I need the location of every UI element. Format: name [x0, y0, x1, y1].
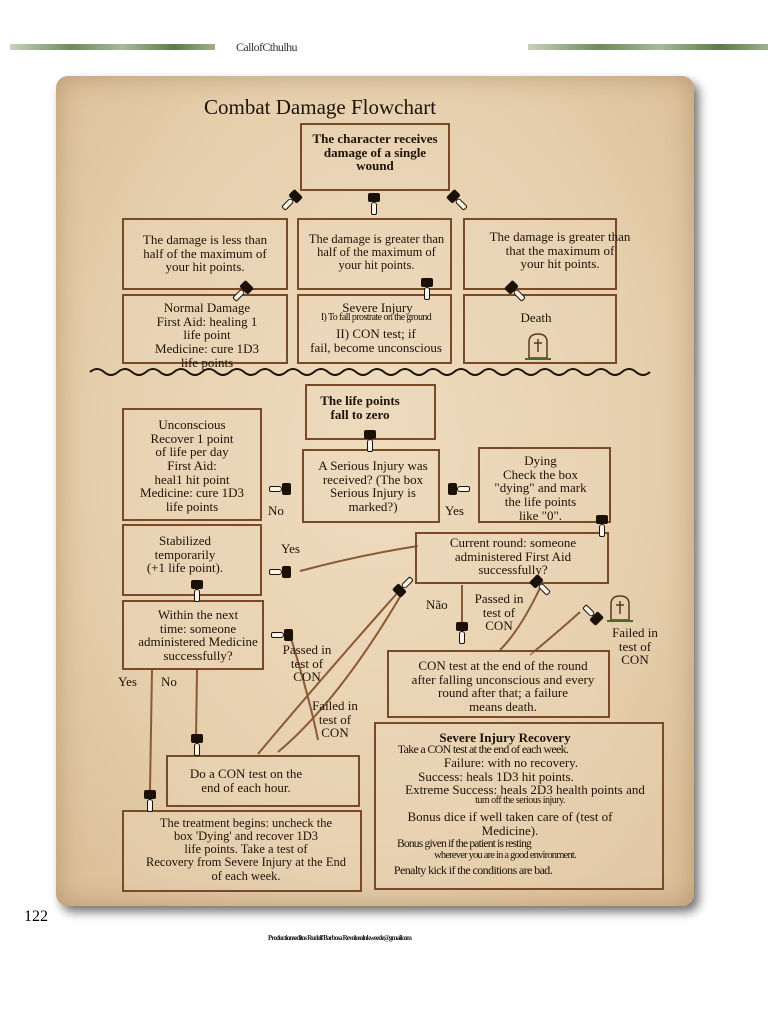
footer-credit: Productionseditos Rudolf Barbosa Revolus… — [268, 934, 412, 942]
pointing-hand-icon — [269, 566, 291, 578]
recovery-line-4: Extreme Success: heals 2D3 health points… — [405, 782, 645, 797]
stabilized-text: Stabilized temporarily (+1 life point). — [146, 533, 224, 576]
label-nao: Não — [426, 597, 448, 612]
pointing-hand-icon — [191, 734, 203, 756]
recovery-line-9: Penalty kick if the conditions are bad. — [393, 863, 553, 877]
death-text: Death — [520, 310, 552, 325]
connector-yes-to-treatment — [149, 669, 153, 791]
label-passed-con-2: Passed in test of CON — [282, 642, 332, 685]
recovery-line-7: Bonus given if the patient is resting — [397, 838, 532, 850]
book-title: CallofCthulhu — [236, 40, 297, 54]
start-text: The character receives damage of a singl… — [312, 131, 438, 174]
greater-than-half-text: The damage is greater than half of the m… — [308, 232, 445, 273]
pointing-hand-icon — [364, 430, 376, 452]
treatment-text: The treatment begins: uncheck the box 'D… — [146, 816, 346, 883]
within-next-time-text: Within the next time: someone administer… — [138, 607, 258, 663]
severe-injury-step-1: I) To fall prostrate on the ground — [320, 312, 432, 323]
severe-injury-recovery-title: Severe Injury Recovery — [439, 730, 571, 745]
recovery-line-8: wherever you are in a good environment. — [434, 850, 577, 861]
label-passed-con-1: Passed in test of CON — [474, 591, 524, 634]
pointing-hand-icon — [596, 515, 608, 537]
label-failed-con-1: Failed in test of CON — [612, 625, 658, 668]
con-test-round-box — [387, 650, 610, 718]
recovery-line-3: Success: heals 1D3 hit points. — [418, 769, 574, 784]
greater-than-max-text: The damage is greater than that the maxi… — [489, 229, 631, 272]
connector-passed-con-1 — [499, 587, 541, 651]
normal-damage-box — [122, 294, 288, 364]
pointing-hand-icon — [448, 483, 470, 495]
label-no: No — [268, 503, 284, 518]
tombstone-icon — [525, 333, 551, 360]
treatment-box — [122, 810, 362, 892]
recovery-line-6: Bonus dice if well taken care of (test o… — [407, 809, 613, 838]
current-round-box — [415, 532, 609, 584]
life-zero-text: The life points fall to zero — [320, 393, 400, 422]
con-test-hour-text: Do a CON test on the end of each hour. — [189, 766, 303, 795]
severe-injury-title: Severe Injury — [342, 300, 413, 315]
greater-than-max-box — [463, 218, 617, 290]
pointing-hand-icon — [421, 278, 433, 300]
current-round-text: Current round: someone administered Firs… — [449, 535, 577, 578]
con-test-hour-box — [166, 755, 360, 807]
recovery-line-1: Take a CON test at the end of each week. — [397, 742, 569, 756]
label-yes-2: Yes — [118, 674, 137, 689]
connector-failed-con-1 — [529, 611, 581, 656]
severe-injury-step-2: II) CON test; if fail, become unconsciou… — [310, 326, 442, 355]
less-than-half-box — [122, 218, 288, 290]
dying-box — [478, 447, 611, 523]
wavy-divider — [89, 368, 651, 376]
label-yes: Yes — [445, 503, 464, 518]
label-failed-con-2: Failed in test of CON — [312, 698, 358, 741]
connector-current-round-to-stabilized — [299, 545, 419, 572]
dying-text: Dying Check the box "dying" and mark the… — [494, 453, 587, 523]
header-decoration-right — [528, 44, 768, 50]
pointing-hand-icon — [191, 580, 203, 602]
start-box — [300, 123, 450, 191]
header-decoration-left — [10, 44, 215, 50]
pointing-hand-icon — [368, 193, 380, 215]
connector-con-hour-to-current-round — [257, 589, 401, 755]
unconscious-box — [122, 408, 262, 521]
severe-injury-recovery-box — [374, 722, 664, 890]
pointing-hand-icon — [144, 790, 156, 812]
less-than-half-text: The damage is less than half of the maxi… — [142, 232, 268, 275]
page-number: 122 — [24, 908, 48, 925]
recovery-line-2: Failure: with no recovery. — [443, 755, 579, 770]
pointing-hand-icon — [271, 629, 293, 641]
label-no-2: No — [161, 674, 177, 689]
serious-injury-question-text: A Serious Injury was received? (The box … — [318, 458, 428, 514]
within-next-time-box — [122, 600, 264, 670]
pointing-hand-icon — [269, 483, 291, 495]
label-yes-stabilized: Yes — [281, 541, 300, 556]
death-box — [463, 294, 617, 364]
flowchart-title: Combat Damage Flowchart — [204, 95, 437, 119]
pointing-hand-icon — [456, 622, 468, 644]
greater-than-half-box — [297, 218, 452, 290]
connector-no-to-con-hour — [195, 669, 198, 741]
connector-failed-con-to-current-round — [277, 589, 405, 753]
recovery-line-5: turn off the serious injury. — [475, 795, 565, 806]
con-test-round-text: CON test at the end of the round after f… — [411, 658, 595, 714]
normal-damage-text: Normal Damage First Aid: healing 1 life … — [155, 300, 259, 370]
tombstone-icon — [607, 595, 633, 622]
unconscious-text: Unconscious Recover 1 point of life per … — [140, 417, 244, 514]
severe-injury-box — [297, 294, 452, 364]
connector-passed-con-to-within — [289, 634, 319, 741]
